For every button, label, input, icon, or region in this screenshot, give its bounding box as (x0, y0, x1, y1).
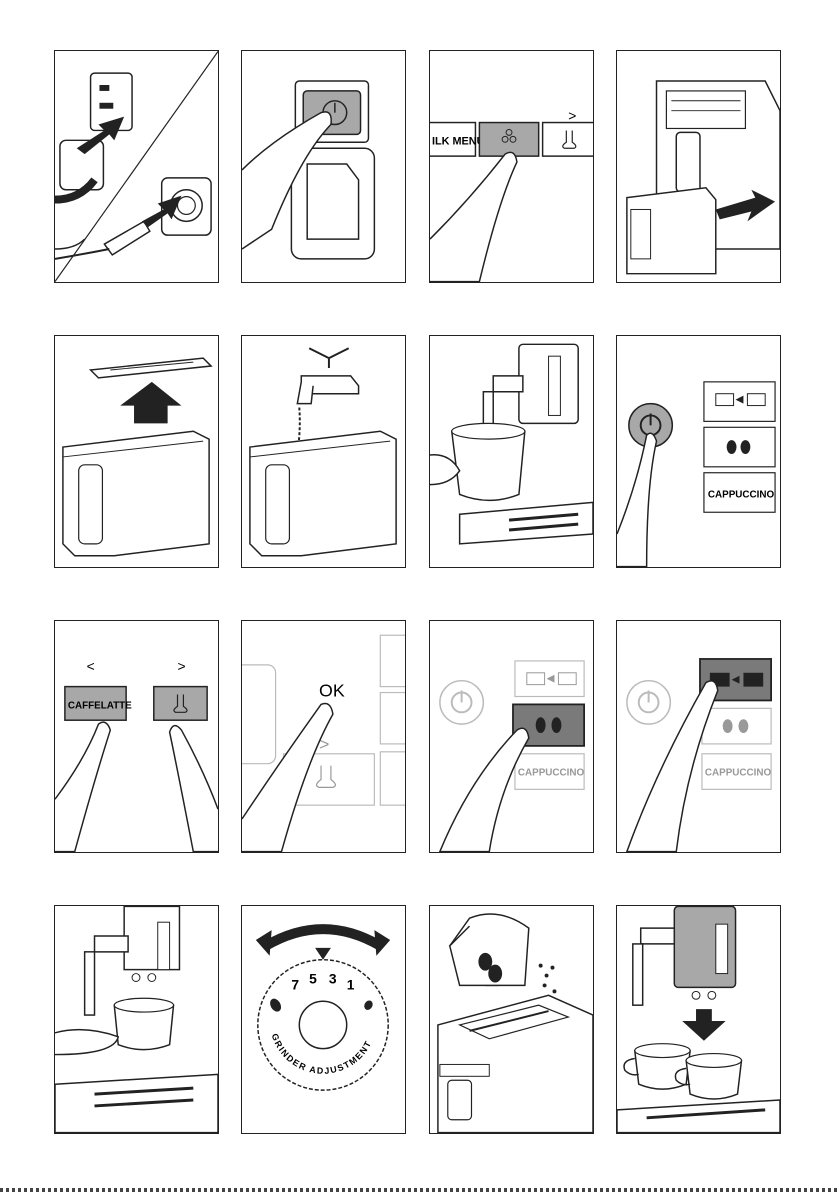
panel-cup-under-spout (54, 905, 219, 1134)
panel-press-bean: CAPPUCCINO (429, 620, 594, 853)
power-press-illustration (242, 51, 405, 282)
arrow-left-label: < (87, 658, 95, 674)
remove-lid-illustration (55, 336, 218, 567)
panel-caffelatte: < > CAFFELATTE (54, 620, 219, 853)
arrow-right-label-2: > (177, 658, 185, 674)
panel-press-double-cup: CAPPUCCINO (616, 620, 781, 853)
cappuccino-label-3: CAPPUCCINO (705, 768, 772, 779)
double-cup-button (704, 382, 775, 422)
press-ok-illustration: OK > (242, 621, 405, 852)
cappuccino-label: CAPPUCCINO (708, 489, 775, 500)
panel-plug-in (54, 50, 219, 283)
panel-steam-wand (429, 335, 594, 568)
power-round-illustration: CAPPUCCINO (617, 336, 780, 567)
caffelatte-label: CAFFELATTE (68, 700, 132, 711)
panel-two-cups (616, 905, 781, 1134)
page-cut-line (0, 1188, 840, 1192)
ok-label: OK (319, 680, 345, 700)
remove-tank-illustration (617, 51, 780, 282)
fill-water-illustration (242, 336, 405, 567)
panel-grinder-adjustment: 7 5 3 1 GRINDER ADJUSTMENT (241, 905, 406, 1134)
panel-press-power (241, 50, 406, 283)
steam-wand-illustration (430, 336, 593, 567)
plug-illustration (55, 51, 218, 282)
panel-press-ok: OK > (241, 620, 406, 853)
cup-under-spout-illustration (55, 906, 218, 1133)
grinder-dial-illustration: 7 5 3 1 GRINDER ADJUSTMENT (242, 906, 405, 1133)
press-bean-illustration: CAPPUCCINO (430, 621, 593, 852)
panel-power-round: CAPPUCCINO (616, 335, 781, 568)
two-cups-illustration (617, 906, 780, 1133)
panel-remove-lid (54, 335, 219, 568)
cappuccino-label-2: CAPPUCCINO (518, 768, 585, 779)
press-double-cup-illustration: CAPPUCCINO (617, 621, 780, 852)
arrow-right-label: > (568, 108, 576, 124)
dial-number-1: 1 (347, 976, 355, 992)
milk-menu-illustration: > ILK MENU (430, 51, 593, 282)
dial-number-7: 7 (291, 976, 299, 992)
milk-menu-label: ILK MENU (432, 135, 485, 147)
panel-fill-water (241, 335, 406, 568)
add-beans-illustration (430, 906, 593, 1133)
dial-number-3: 3 (329, 970, 337, 986)
caffelatte-illustration: < > CAFFELATTE (55, 621, 218, 852)
panel-remove-tank (616, 50, 781, 283)
panel-milk-menu: > ILK MENU (429, 50, 594, 283)
bean-button (704, 427, 775, 467)
panel-add-beans (429, 905, 594, 1134)
dial-number-5: 5 (309, 970, 317, 986)
